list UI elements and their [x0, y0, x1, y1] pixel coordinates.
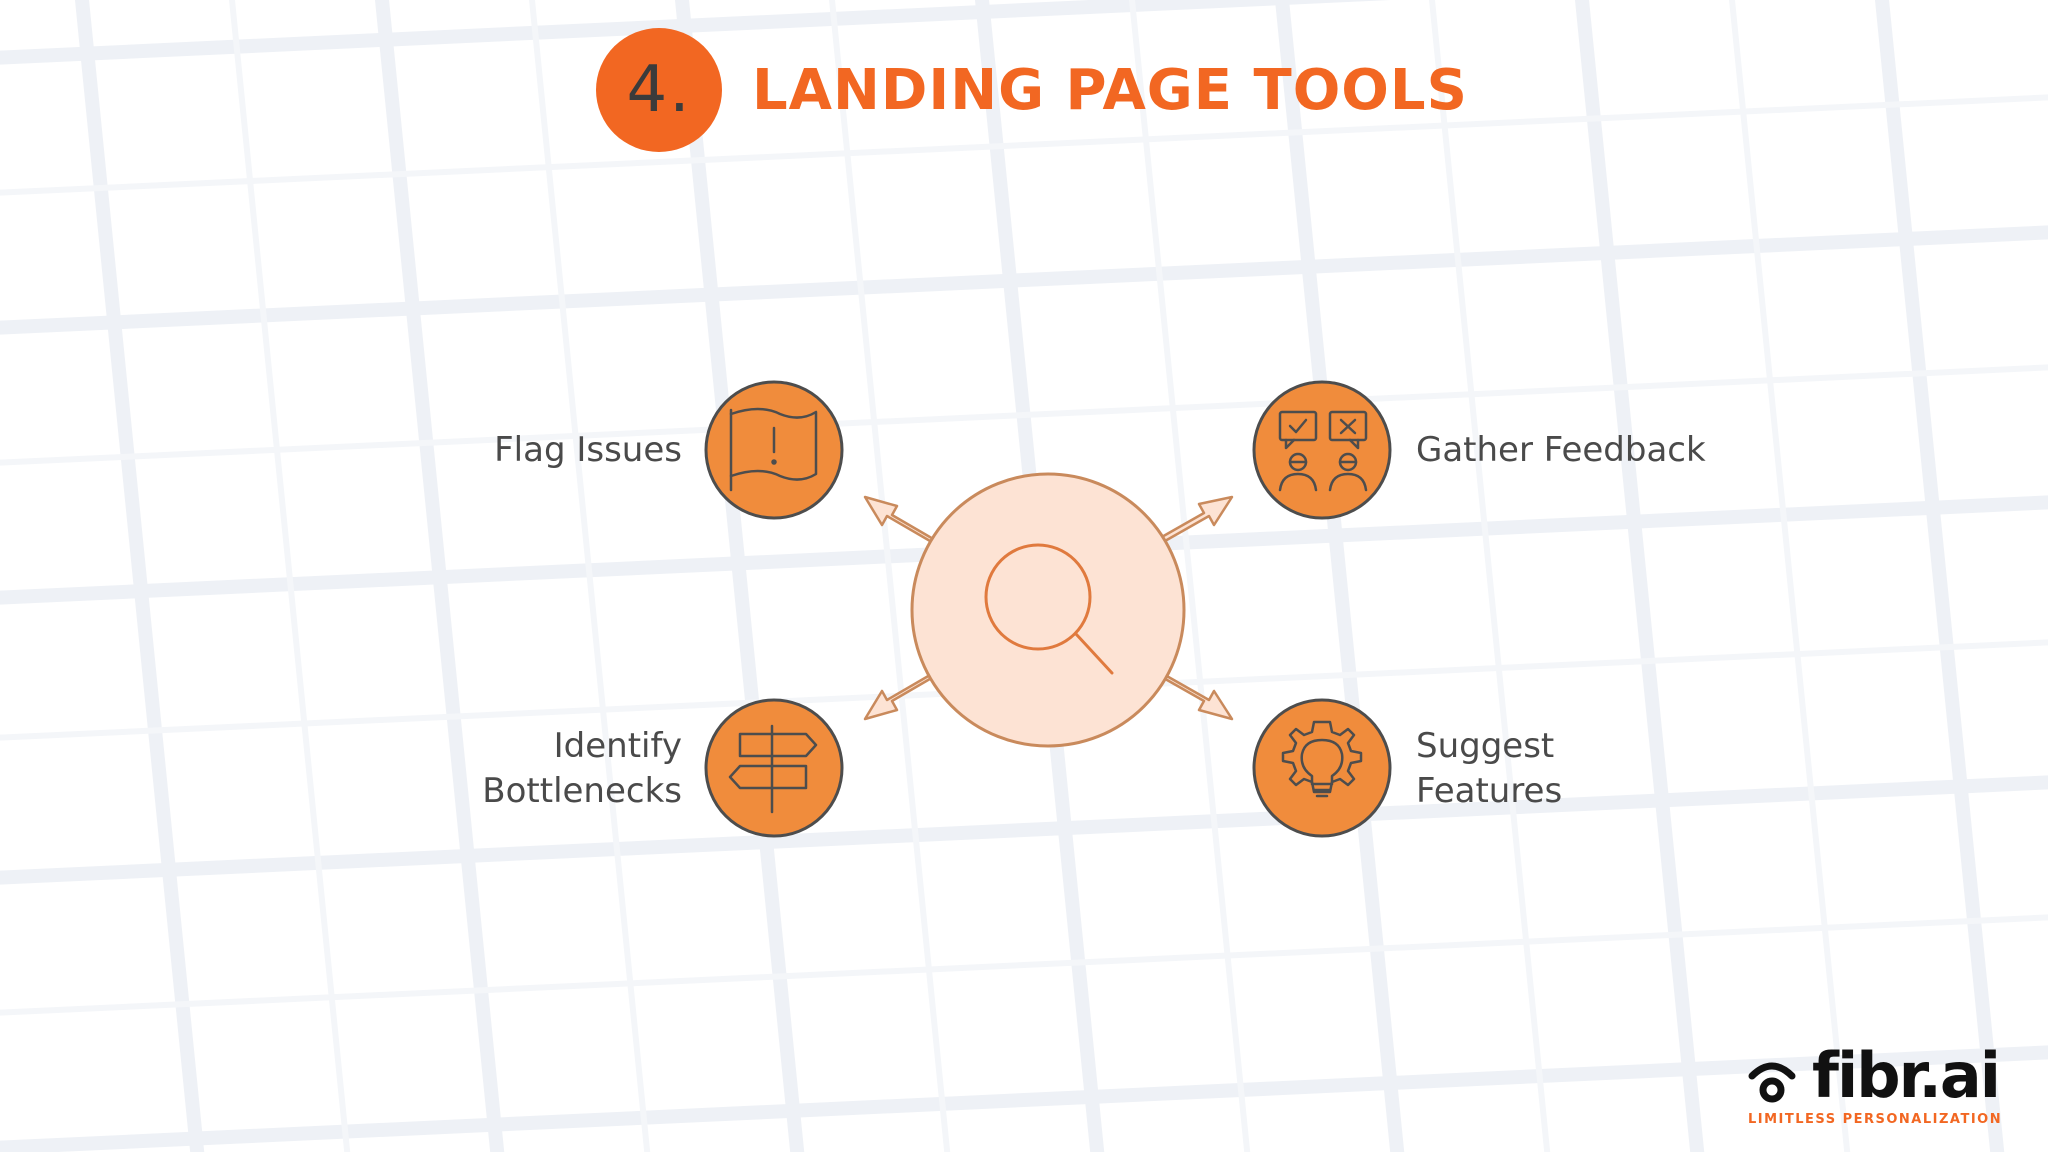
node-flag-issues	[704, 380, 844, 520]
label-line: Bottlenecks	[482, 771, 682, 811]
fibr-logo: fibr.ai LIMITLESS PERSONALIZATION	[1744, 1040, 2001, 1130]
signpost-icon	[728, 724, 818, 814]
gear-bulb-icon	[1281, 720, 1363, 798]
label-line: Identify	[553, 726, 682, 766]
label-identify-bottlenecks: Identify Bottlenecks	[482, 724, 682, 814]
fibr-signal-icon	[1748, 1062, 1796, 1103]
node-suggest-features	[1252, 698, 1392, 838]
logo-tagline: LIMITLESS PERSONALIZATION	[1748, 1112, 2003, 1127]
slide-title: LANDING PAGE TOOLS	[752, 57, 1468, 123]
flag-alert-icon	[729, 407, 818, 492]
feedback-people-icon	[1278, 410, 1368, 492]
label-suggest-features: Suggest Features	[1416, 724, 1562, 814]
magnifier-icon	[984, 543, 1114, 675]
logo-wordmark: fibr.ai	[1812, 1039, 2001, 1112]
label-line: Suggest	[1416, 726, 1555, 766]
node-identify-bottlenecks	[704, 698, 844, 838]
slide-header: 4. LANDING PAGE TOOLS	[596, 28, 1468, 152]
node-gather-feedback	[1252, 380, 1392, 520]
arrow-to-flag-issues	[863, 495, 937, 543]
arrow-to-gather-feedback	[1158, 495, 1234, 543]
label-line: Gather Feedback	[1416, 430, 1706, 470]
label-gather-feedback: Gather Feedback	[1416, 428, 1706, 473]
center-hub	[910, 472, 1186, 748]
arrow-to-identify-bottlenecks	[863, 673, 937, 721]
section-number-badge: 4.	[596, 28, 722, 152]
connector-arrows	[863, 495, 1234, 721]
label-line: Flag Issues	[494, 430, 682, 470]
arrow-to-suggest-features	[1158, 673, 1234, 721]
label-flag-issues: Flag Issues	[494, 428, 682, 473]
label-line: Features	[1416, 771, 1563, 811]
